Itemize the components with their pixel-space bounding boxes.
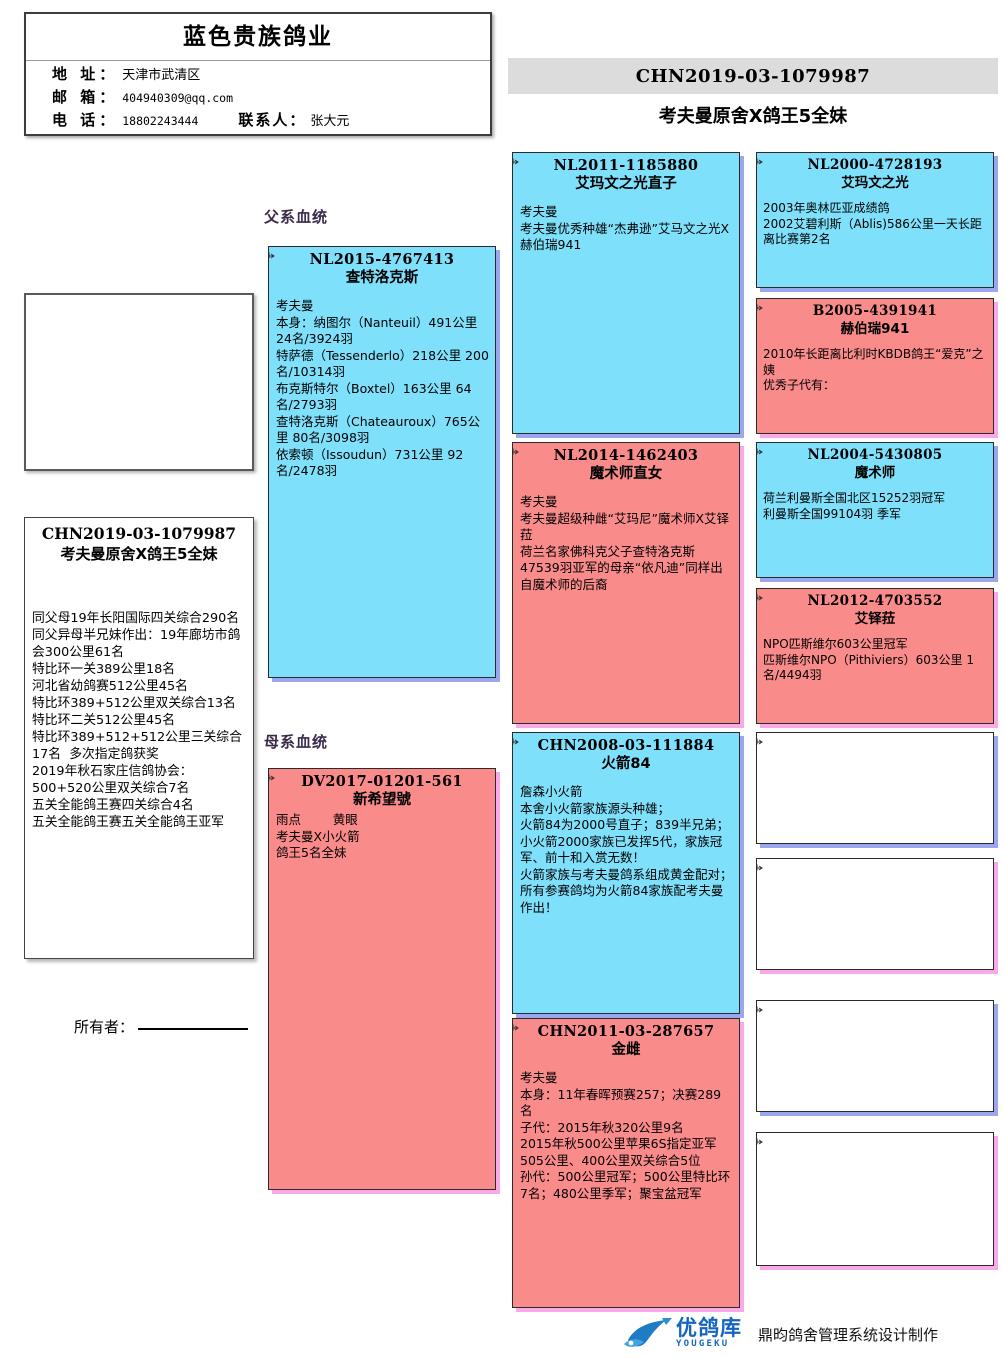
grandparent-body: 詹森小火箭 本舍小火箭家族源头种雄； 火箭84为2000号直子；839半兄弟； … (520, 784, 733, 915)
grandparent-ring: NL2014-1462403 (553, 447, 699, 464)
subject-ring: CHN2019-03-1079987 (41, 524, 237, 543)
dam-name: 新希望號 (353, 792, 411, 808)
great-grandparent-card-7[interactable] (756, 1000, 994, 1112)
great-grandparent-body: 2003年奥林匹亚成绩鸽 2002艾碧利斯（Ablis)586公里一天长距离比赛… (763, 201, 982, 246)
great-grandparent-body (757, 1004, 993, 1015)
grandparent-name: 艾玛文之光直子 (575, 176, 677, 192)
great-grandparent-body (757, 1136, 993, 1147)
loft-contact-value: 张大元 (310, 114, 350, 129)
yougeku-logo-icon (622, 1316, 674, 1352)
owner-label: 所有者： (74, 1018, 135, 1036)
dam-ring: DV2017-01201-561 (301, 773, 463, 790)
great-grandparent-card-6[interactable] (756, 858, 994, 970)
great-grandparent-card-1[interactable]: NL2000-4728193 艾玛文之光 2003年奥林匹亚成绩鸽 2002艾碧… (756, 152, 994, 288)
sire-line-label: 父系血统 (264, 208, 329, 226)
great-grandparent-card-3[interactable]: NL2004-5430805 魔术师 荷兰利曼斯全国北区15252羽冠军 利曼斯… (756, 442, 994, 578)
grandparent-name: 金雌 (611, 1042, 641, 1058)
dam-body: 雨点 黄眼 考夫曼X小火箭 鸽王5名全妹 (276, 812, 360, 860)
connector-knob-icon (757, 1005, 763, 1019)
grandparent-name: 火箭84 (601, 756, 651, 772)
great-grandparent-name: 艾铎菈 (854, 611, 896, 627)
grandparent-body: 考夫曼 考夫曼超级种雌“艾玛尼”魔术师X艾铎菈 荷兰名家佛科克父子查特洛克斯47… (520, 494, 730, 592)
connector-knob-icon (513, 1023, 519, 1037)
connector-knob-icon (513, 447, 519, 461)
grandparent-ring: CHN2008-03-111884 (537, 737, 715, 754)
great-grandparent-name: 艾玛文之光 (841, 175, 909, 191)
footer-credit-note: 鼎昀鸽舍管理系统设计制作 (758, 1325, 939, 1344)
grandparent-body: 考夫曼 考夫曼优秀种雄“杰弗逊”艾马文之光X赫伯瑞941 (520, 204, 730, 252)
great-grandparent-ring: NL2012-4703552 (807, 593, 943, 609)
great-grandparent-ring: NL2004-5430805 (807, 447, 943, 463)
owner-line: 所有者： (74, 1016, 249, 1037)
great-grandparent-card-8[interactable] (756, 1132, 994, 1266)
sire-body: 考夫曼 本身：纳图尔（Nanteuil）491公里 24名/3924羽 特萨德（… (276, 298, 489, 478)
connector-knob-icon (757, 157, 763, 171)
loft-name: 蓝色贵族鸽业 (26, 14, 490, 61)
loft-address-label: 地 址： (52, 65, 119, 83)
great-grandparent-body: NPO匹斯维尔603公里冠军 匹斯维尔NPO（Pithiviers）603公里 … (763, 637, 974, 682)
grandparent-name: 魔术师直女 (589, 466, 663, 482)
sire-card[interactable]: NL2015-4767413 查特洛克斯 考夫曼 本身：纳图尔（Nanteuil… (268, 246, 496, 678)
pigeon-photo-placeholder[interactable] (24, 293, 254, 471)
grandparent-card-sire-dam[interactable]: NL2014-1462403 魔术师直女 考夫曼 考夫曼超级种雌“艾玛尼”魔术师… (512, 442, 740, 724)
grandparent-ring: CHN2011-03-287657 (537, 1023, 715, 1040)
subject-name-banner: 考夫曼原舍X鸽王5全妹 (658, 106, 848, 127)
grandparent-ring: NL2011-1185880 (553, 157, 699, 174)
great-grandparent-ring: NL2000-4728193 (807, 157, 943, 173)
loft-address-row: 地 址： 天津市武清区 (26, 61, 490, 84)
connector-knob-icon (757, 737, 763, 751)
grandparent-card-dam-dam[interactable]: CHN2011-03-287657 金雌 考夫曼 本身：11年春晖预赛257；决… (512, 1018, 740, 1308)
connector-knob-icon (269, 251, 275, 265)
great-grandparent-name: 赫伯瑞941 (840, 321, 910, 337)
great-grandparent-card-5[interactable] (756, 732, 994, 844)
grandparent-body: 考夫曼 本身：11年春晖预赛257；决赛289名 子代：2015年秋320公里9… (520, 1070, 731, 1201)
subject-body: 同父母19年长阳国际四关综合290名 同父异母半兄妹作出：19年廊坊市鸽会300… (32, 611, 242, 830)
great-grandparent-card-4[interactable]: NL2012-4703552 艾铎菈 NPO匹斯维尔603公里冠军 匹斯维尔NP… (756, 588, 994, 724)
brand-name-en: YOUGEKU (676, 1339, 730, 1349)
subject-name: 考夫曼原舍X鸽王5全妹 (60, 545, 218, 563)
loft-email-row: 邮 箱： 404940309@qq.com (26, 84, 490, 107)
connector-knob-icon (757, 1137, 763, 1151)
brand-wordmark: 优鸽库 YOUGEKU (676, 1318, 742, 1350)
great-grandparent-card-2[interactable]: B2005-4391941 赫伯瑞941 2010年长距离比利时KBDB鸽王“爱… (756, 298, 994, 434)
dam-card[interactable]: DV2017-01201-561 新希望號 雨点 黄眼 考夫曼X小火箭 鸽王5名… (268, 768, 496, 1190)
owner-signature-rule[interactable] (138, 1028, 249, 1030)
great-grandparent-name: 魔术师 (854, 465, 896, 481)
great-grandparent-body (757, 862, 993, 873)
connector-knob-icon (269, 773, 275, 787)
sire-name: 查特洛克斯 (345, 270, 419, 286)
grandparent-card-dam-sire[interactable]: CHN2008-03-111884 火箭84 詹森小火箭 本舍小火箭家族源头种雄… (512, 732, 740, 1014)
loft-header-card: 蓝色贵族鸽业 地 址： 天津市武清区 邮 箱： 404940309@qq.com… (24, 12, 492, 136)
brand-name-cn: 优鸽库 (676, 1316, 742, 1340)
connector-knob-icon (757, 303, 763, 317)
great-grandparent-body: 荷兰利曼斯全国北区15252羽冠军 利曼斯全国99104羽 季军 (763, 491, 946, 521)
great-grandparent-body (757, 736, 993, 747)
sire-ring: NL2015-4767413 (309, 251, 455, 268)
dam-line-label: 母系血统 (264, 733, 329, 751)
great-grandparent-body: 2010年长距离比利时KBDB鸽王“爱克”之姨 优秀子代有： (763, 347, 984, 392)
loft-phone-label: 电 话： (52, 111, 119, 129)
subject-ring-banner: CHN2019-03-1079987 (508, 58, 998, 96)
loft-contact-label: 联系人： (238, 111, 307, 129)
great-grandparent-ring: B2005-4391941 (812, 303, 938, 319)
subject-card[interactable]: CHN2019-03-1079987 考夫曼原舍X鸽王5全妹 同父母19年长阳国… (24, 517, 254, 959)
connector-knob-icon (757, 447, 763, 461)
footer: 优鸽库 YOUGEKU 鼎昀鸽舍管理系统设计制作 (622, 1312, 994, 1356)
loft-phone-value: 18802243444 (122, 114, 199, 128)
loft-email-value: 404940309@qq.com (122, 91, 234, 105)
grandparent-card-sire-sire[interactable]: NL2011-1185880 艾玛文之光直子 考夫曼 考夫曼优秀种雄“杰弗逊”艾… (512, 152, 740, 434)
connector-knob-icon (757, 863, 763, 877)
loft-address-value: 天津市武清区 (122, 68, 201, 83)
connector-knob-icon (757, 593, 763, 607)
loft-email-label: 邮 箱： (52, 88, 119, 106)
connector-knob-icon (513, 737, 519, 751)
connector-knob-icon (513, 157, 519, 171)
loft-phone-row: 电 话： 18802243444 联系人： 张大元 (26, 107, 490, 130)
